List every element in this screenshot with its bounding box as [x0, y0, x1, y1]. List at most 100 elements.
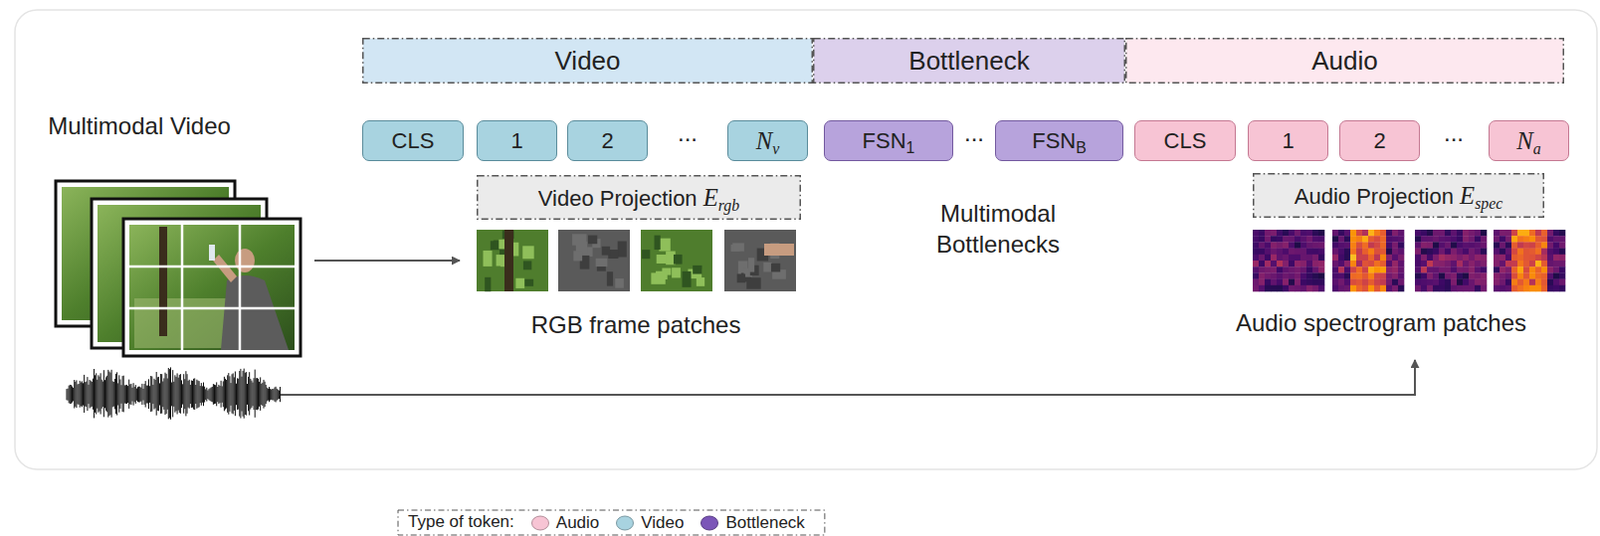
spectrogram-cell	[1356, 229, 1363, 237]
spectrogram-cell	[1450, 279, 1457, 287]
spectrogram-cell	[1350, 248, 1357, 256]
spectrogram-cell	[1432, 229, 1439, 237]
annotation-label: RGB frame patches	[531, 311, 742, 340]
spectrogram-cell	[1258, 260, 1265, 268]
spectrogram-cell	[1559, 272, 1566, 280]
spectrogram-cell	[1450, 260, 1457, 268]
spectrogram-cell	[1523, 254, 1530, 261]
spectrogram-cell	[1338, 229, 1345, 237]
legend-item: Video	[614, 513, 684, 534]
spectrogram-cell	[1462, 266, 1469, 274]
math-symbol: E	[703, 184, 719, 211]
spectrogram-cell	[1559, 285, 1566, 293]
legend-swatch	[531, 516, 549, 531]
spectrogram-cell	[1252, 266, 1259, 274]
spectrogram-cell	[1450, 272, 1457, 280]
spectrogram-cell	[1288, 254, 1295, 261]
spectrogram-cell	[1505, 260, 1512, 268]
patch-detail	[588, 235, 598, 245]
spectrogram-cell	[1456, 254, 1463, 261]
spectrogram-cell	[1468, 235, 1475, 243]
spectrogram-cell	[1450, 248, 1457, 256]
subscript: a	[1533, 139, 1542, 157]
spectrogram-cell	[1444, 235, 1451, 243]
spectrogram-cell	[1493, 266, 1500, 274]
spectrogram-cell	[1547, 248, 1554, 256]
spectrogram-cell	[1344, 241, 1351, 249]
grid-line	[129, 307, 295, 311]
outline-rect	[1126, 38, 1565, 84]
spectrogram-cell	[1559, 229, 1566, 237]
spectrogram-cell	[1344, 229, 1351, 237]
spectrogram-cell	[1264, 266, 1271, 274]
spectrogram-cell	[1529, 254, 1536, 261]
spectrogram-cell	[1474, 254, 1481, 261]
legend-text: Bottleneck	[725, 513, 804, 534]
bottleneck-token: FSNB	[995, 120, 1124, 162]
spectrogram-cell	[1505, 266, 1512, 274]
spectrogram-cell	[1386, 272, 1393, 280]
spectrogram-cell	[1493, 272, 1500, 280]
patch-detail	[764, 243, 795, 256]
spectrogram-cell	[1338, 241, 1345, 249]
spectrogram-cell	[1294, 285, 1301, 293]
spectrogram-cell	[1374, 260, 1381, 268]
patch-detail	[771, 263, 781, 273]
video-token: 1	[476, 120, 558, 162]
spectrogram-cell	[1270, 235, 1277, 243]
spectrogram-cell	[1444, 279, 1451, 287]
spectrogram-cell	[1468, 229, 1475, 237]
spectrogram-cell	[1252, 260, 1259, 268]
spectrogram-cell	[1294, 266, 1301, 274]
spectrogram-cell	[1374, 272, 1381, 280]
spectrogram-cell	[1392, 272, 1399, 280]
text-run: CLS	[392, 128, 435, 154]
spectrogram-cell	[1288, 272, 1295, 280]
spectrogram-cell	[1529, 248, 1536, 256]
spectrogram-cell	[1392, 254, 1399, 261]
spectrogram-cell	[1350, 241, 1357, 249]
spectrogram-cell	[1535, 285, 1542, 293]
spectrogram-cell	[1517, 266, 1524, 274]
spectrogram-cell	[1517, 248, 1524, 256]
spectrogram-cell	[1462, 285, 1469, 293]
spectrogram-cell	[1252, 248, 1259, 256]
ellipsis: ...	[964, 119, 985, 148]
spectrogram-cell	[1288, 229, 1295, 237]
spectrogram-cell	[1523, 241, 1530, 249]
spectrogram-cell	[1392, 279, 1399, 287]
spectrogram-cell	[1398, 279, 1404, 287]
spectrogram-cell	[1338, 279, 1345, 287]
spectrogram-cell	[1350, 279, 1357, 287]
spectrogram-cell	[1529, 260, 1536, 268]
patch-detail	[673, 254, 683, 265]
spectrogram-cell	[1450, 266, 1457, 274]
spectrogram-cell	[1386, 248, 1393, 256]
spectrogram-cell	[1541, 248, 1548, 256]
spectrogram-cell	[1300, 272, 1307, 280]
spectrogram-cell	[1258, 254, 1265, 261]
node-text: 1	[510, 128, 523, 155]
spectrogram-cell	[1462, 254, 1469, 261]
spectrogram-cell	[1344, 235, 1351, 243]
node-text: CLS	[392, 128, 435, 155]
spectrogram-cell	[1338, 266, 1345, 274]
spectrogram-cell	[1374, 285, 1381, 293]
spectrogram-cell	[1414, 285, 1421, 293]
spectrogram-cell	[1426, 248, 1433, 256]
node-text: Video	[554, 45, 620, 77]
spectrogram-cell	[1438, 248, 1445, 256]
projection-box: Video Projection Ergb	[476, 175, 801, 220]
spectrogram-cell	[1398, 248, 1404, 256]
spectrogram-cell	[1523, 229, 1530, 237]
spectrogram-cell	[1332, 254, 1339, 261]
spectrogram-cell	[1420, 279, 1427, 287]
spectrogram-cell	[1559, 254, 1566, 261]
spectrogram-cell	[1456, 248, 1463, 256]
patch-detail	[641, 249, 650, 259]
text-run: Audio	[1311, 45, 1379, 76]
spectrogram-cell	[1493, 241, 1500, 249]
spectrogram-cell	[1517, 254, 1524, 261]
spectrogram-cell	[1450, 285, 1457, 293]
spectrogram-cell	[1414, 229, 1421, 237]
